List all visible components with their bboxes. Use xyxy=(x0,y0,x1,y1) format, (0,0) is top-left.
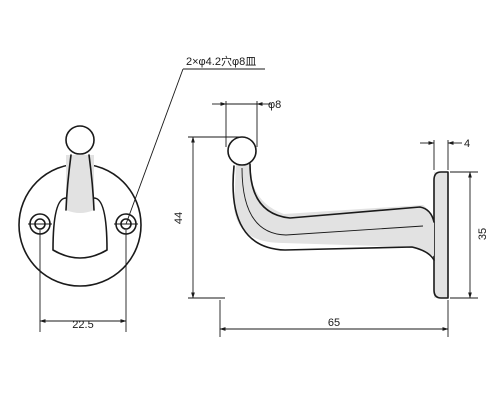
wall-plate xyxy=(433,171,449,299)
hook-neck xyxy=(65,154,95,211)
dim-ball-label: φ8 xyxy=(268,99,281,111)
hook-body-lower xyxy=(232,165,435,261)
hook-body-shade xyxy=(234,164,434,256)
side-view: φ8 4 44 35 65 xyxy=(173,99,489,337)
wall-plate-shade xyxy=(434,172,448,298)
dim-height-label: 44 xyxy=(173,212,185,224)
dim-projection-label: 65 xyxy=(328,317,340,329)
hook-boss xyxy=(52,197,108,259)
hook-neck-shade xyxy=(66,155,94,213)
hook-body-inner xyxy=(241,167,424,236)
hook-ball xyxy=(65,125,95,155)
hook-body-upper xyxy=(249,163,435,223)
callout-leader xyxy=(125,68,184,225)
dim-hole-spacing-label: 22.5 xyxy=(72,319,93,331)
side-ball xyxy=(227,136,257,166)
callout-hole-spec: 2×φ4.2穴φ8皿 xyxy=(186,54,256,68)
front-view: 22.5 2×φ4.2穴φ8皿 xyxy=(18,54,265,332)
dim-plate-thickness-label: 4 xyxy=(464,138,470,150)
dim-plate-height-label: 35 xyxy=(477,228,489,240)
